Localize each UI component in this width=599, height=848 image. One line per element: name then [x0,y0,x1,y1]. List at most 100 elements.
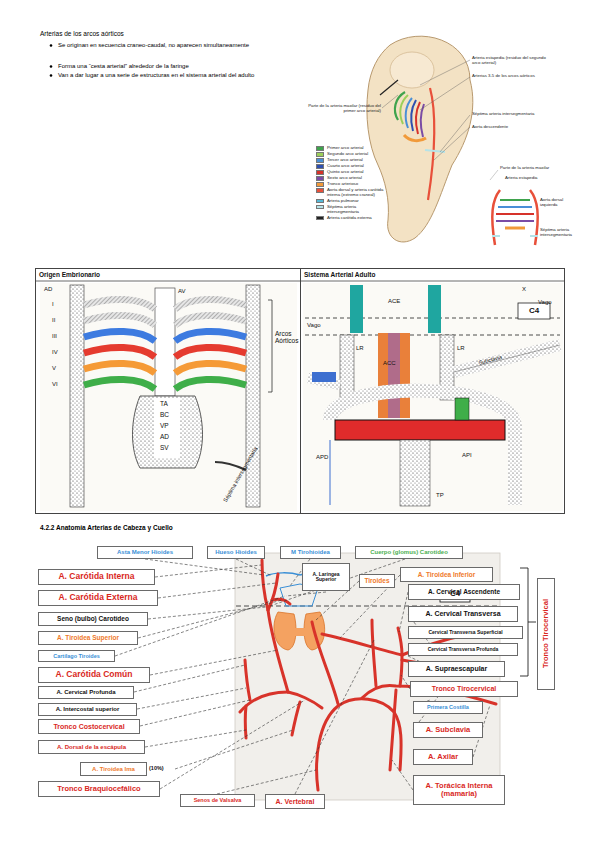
bracket [520,568,536,676]
legend-swatch [316,182,324,187]
legend: Primer arco arterialSegundo arco arteria… [316,146,388,220]
embryo-drawing [440,115,470,152]
legend-swatch [316,146,324,151]
leader-lines [150,650,278,675]
legend-row: Séptima arteria intersegmentaria [316,205,388,214]
part-name: A. Carótida Interna [58,572,134,581]
legend-swatch [316,205,324,210]
part-name: Primera Costilla [427,704,469,710]
cell-heading: Origen Embrionario [39,271,100,278]
embryo-drawing [505,227,525,230]
embryonic-arches-drawing [154,398,180,458]
bullet-text: Forma una “cesta arterial” alrededor de … [58,63,273,70]
leader-lines [134,665,245,692]
neck-arteries-drawing [244,706,248,738]
leader-lines [145,559,264,575]
part-name: A. Subclavia [426,726,471,734]
adult-arteries-drawing [330,440,331,505]
leader-lines [138,600,282,638]
drawing-label: Arcos Aórticos [275,330,299,345]
drawing-label: BC [160,411,180,418]
adult-arteries-drawing [378,333,410,418]
label-box: A. Laríngea Superior [302,563,350,591]
label-box: A. Axilar [413,749,473,765]
adult-arteries-drawing [340,335,354,400]
neck-arteries-drawing [245,660,250,700]
table-cell: Sistema Arterial Adulto [300,268,565,514]
drawing-label: I [52,301,66,308]
legend-swatch [316,158,324,163]
callout-text: Parte de la arteria maxilar [500,166,558,171]
part-name: A. Axilar [428,753,458,761]
embryonic-arches-drawing [268,300,272,392]
adult-arteries-drawing [518,303,550,319]
part-name: A. Carótida Común [56,670,133,679]
label-box: A. Subclavia [413,722,483,738]
leader-lines [155,565,261,577]
bullet-dots [50,65,53,68]
neck-arteries-drawing [272,599,290,604]
drawing-label: VI [52,381,66,388]
label-box: A. Supraescapular [408,661,505,677]
callout-text: Arteria estapedia [505,176,560,181]
drawing-label: Vago [538,299,563,306]
embryonic-arches-drawing [84,331,246,341]
part-name: Tiroides [364,577,389,584]
part-name: A. Cervical Ascendente [428,588,500,595]
drawing-label: ACE [388,298,413,305]
drawing-label: AV [178,288,198,295]
adult-arteries-drawing [335,420,505,440]
adult-arteries-drawing [400,440,430,506]
legend-row: Arteria pulmonar [316,199,388,204]
label-box: Seno (bulbo) Carotídeo [38,612,148,626]
legend-text: Arteria carótida externa [327,216,372,221]
label-box: A. Tiroidea Superior [38,631,138,645]
label-box: A. Cervical Profunda [38,686,134,699]
label-box: Tronco Costocervical [38,719,140,734]
embryonic-arches-drawing [84,315,246,325]
bullet-dots [50,44,53,47]
embryo-drawing [420,60,470,85]
legend-swatch [316,170,324,175]
bullet-text: Van a dar lugar a una serie de estructur… [58,72,273,79]
label-box: A. Dorsal de la escápula [38,740,145,754]
adult-arteries-drawing [303,283,563,511]
callout-text: Séptima arteria intersegmentaria [472,112,552,117]
legend-row: Cuarto arco arterial [316,164,388,169]
leader-lines [158,583,276,598]
embryo-drawing [496,220,534,222]
bullet-dots [50,74,53,77]
callout-text: Arteria estapedia (residuo del segundo a… [472,56,552,66]
label-box: Tiroides [359,574,395,588]
label-box: M Tirohioidea [280,546,341,559]
embryo-drawing [404,135,426,141]
embryo-drawing [420,77,470,110]
leader-lines [392,760,413,790]
embryonic-arches-drawing [133,396,203,468]
legend-row: Aorta dorsal y arteria carótida interna … [316,188,388,197]
part-name: Cervical Transversa Profunda [428,647,499,653]
label-box: Cuerpo (glomus) Carotídeo [355,546,463,559]
drawing-label: III [52,333,66,340]
part-name: A. Cervical Profunda [56,689,115,696]
drawing-label: VP [160,422,180,429]
label-box: Senos de Valsalva [180,794,255,807]
adult-arteries-drawing [454,345,560,372]
label-box: A. Tiroidea Ima [80,762,147,776]
embryonic-arches-drawing [246,285,260,507]
legend-text: Primer arco arterial [327,146,364,151]
adult-arteries-drawing [428,285,441,333]
part-name: A. Tiroidea Ima [92,766,135,773]
legend-text: Tercer arco arterial [327,158,363,163]
adult-arteries-drawing [330,391,515,505]
label-box: Hueso Hioides [207,546,265,559]
drawing-label: (10%) [149,765,177,771]
legend-swatch [316,216,324,221]
part-name: A. Torácica Interna (mamaria) [414,782,504,799]
drawing-label: C4 [440,589,470,598]
legend-swatch [316,164,324,169]
drawing-label: AD [160,433,180,440]
drawing-label: X [522,286,532,293]
drawing-label: TP [436,492,456,499]
embryo-drawing [367,36,538,245]
